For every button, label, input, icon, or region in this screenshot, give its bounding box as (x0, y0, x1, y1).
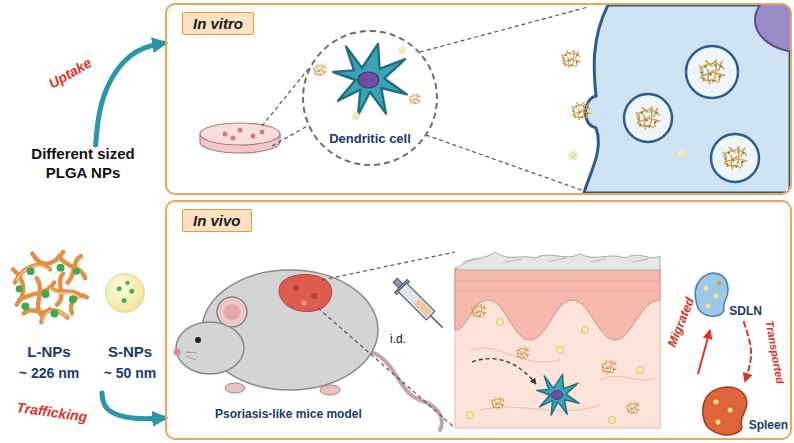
skin-section (455, 252, 660, 428)
size-label: ~ 50 nm (104, 363, 157, 383)
nanoparticle-item: L-NPs~ 226 nm (4, 237, 94, 387)
zoom-lines (318, 252, 455, 428)
spleen-organ: Spleen (700, 382, 790, 436)
nanoparticle-item: S-NPs~ 50 nm (98, 237, 162, 387)
small-nanoparticle (398, 46, 405, 53)
particle-name: L-NPs (27, 341, 70, 363)
petri-dish (200, 123, 280, 153)
edge-label-holder: Uptake (45, 54, 94, 93)
spleen-illustration (703, 387, 747, 435)
panel: In vivoPsoriasis-like mice model SDLN Sple… (165, 200, 792, 440)
edge-label: Transported (764, 320, 787, 385)
heading-text: Different sized PLGA NPs (21, 145, 146, 183)
organ-label: SDLN (729, 304, 762, 318)
mouse-figure: Psoriasis-like mice model (180, 262, 402, 424)
small-nanoparticle (106, 274, 145, 313)
model-label: Psoriasis-like mice model (215, 407, 362, 421)
zoom-circle: Dendritic cell (302, 30, 438, 166)
lymph-node: SDLN (692, 270, 764, 322)
migration-label: Migrated (665, 296, 697, 350)
lymph-node-illustration (695, 273, 728, 316)
panel: In vitroDendritic cell (165, 3, 792, 195)
zoom-lines (262, 7, 588, 191)
particle-group: Different sized PLGA NPsL-NPs~ 226 nmS-N… (4, 145, 162, 393)
flow-arrow (744, 322, 751, 382)
organ-label: Spleen (749, 418, 788, 432)
edge-label-holder: Trafficking (16, 398, 89, 426)
flow-arrow (96, 43, 165, 145)
panel-tag: In vivo (182, 209, 252, 232)
migration-arrow (698, 330, 710, 374)
large-nanoparticle (409, 93, 421, 104)
edge-label: Trafficking (16, 399, 89, 425)
large-nanoparticle (13, 252, 87, 322)
particle-name: S-NPs (108, 341, 152, 363)
large-nanoparticle (313, 64, 326, 77)
edge-label-holder: Transported (762, 319, 791, 385)
edge-label: Uptake (46, 54, 94, 91)
cell-label: Dendritic cell (329, 131, 411, 146)
dendritic-cell (333, 44, 407, 115)
size-label: ~ 226 nm (19, 363, 79, 383)
syringe (389, 274, 449, 334)
injection-label: i.d. (390, 332, 406, 346)
flow-arrow (102, 393, 165, 419)
panel-tag: In vitro (182, 12, 254, 35)
small-nanoparticle (352, 112, 359, 119)
mouse-illustration (174, 270, 442, 430)
label-holder: i.d. (390, 329, 406, 347)
label-holder: Migrated (662, 294, 698, 349)
cell-zoom (562, 5, 790, 193)
